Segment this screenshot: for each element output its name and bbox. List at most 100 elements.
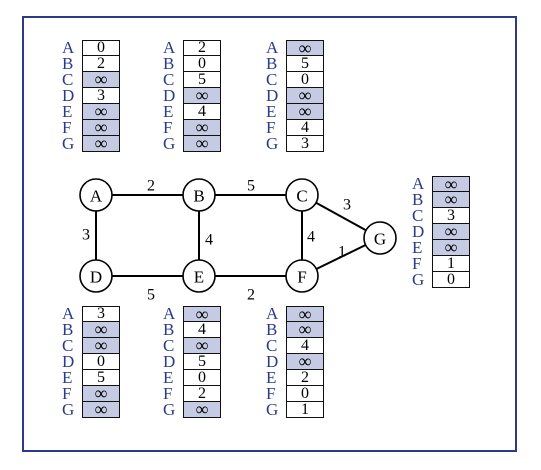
distance-cell: 2 xyxy=(286,370,324,386)
row-label: C xyxy=(266,70,278,89)
row-label: A xyxy=(163,304,176,323)
distance-cell: 4 xyxy=(183,322,221,338)
distance-cell: ∞ xyxy=(286,305,324,323)
distance-cell: 0 xyxy=(183,370,221,386)
distance-cell: 2 xyxy=(183,386,221,402)
distance-cell: ∞ xyxy=(82,102,120,120)
edge-weight-a-d: 3 xyxy=(82,227,90,244)
row-label: A xyxy=(412,174,425,193)
row-label: A xyxy=(266,38,279,57)
edge-weight-e-f: 2 xyxy=(247,287,255,304)
row-label: E xyxy=(266,368,277,387)
row-label: B xyxy=(266,54,278,73)
distance-cell: 2 xyxy=(82,56,120,72)
row-label: C xyxy=(62,336,74,355)
distance-cell: 0 xyxy=(183,56,221,72)
distance-cell: 1 xyxy=(432,256,470,272)
row-label: E xyxy=(412,238,423,257)
row-label: D xyxy=(62,352,75,371)
edge-weight-a-b: 2 xyxy=(147,178,155,195)
node-label: A xyxy=(90,187,103,206)
distance-cell: 4 xyxy=(286,338,324,354)
distance-cell: 3 xyxy=(82,306,120,322)
node-circle xyxy=(285,259,319,293)
row-label: D xyxy=(62,86,75,105)
row-label: E xyxy=(62,368,73,387)
distance-cell: 3 xyxy=(286,136,324,152)
row-label: A xyxy=(266,304,279,323)
distance-cell: ∞ xyxy=(432,175,470,193)
row-label: F xyxy=(163,118,173,137)
node-label: D xyxy=(90,268,102,287)
distance-cell: ∞ xyxy=(432,190,470,208)
distance-cell: ∞ xyxy=(286,86,324,104)
distance-cell: ∞ xyxy=(286,352,324,370)
edge-weight-c-f: 4 xyxy=(307,229,315,246)
row-label: G xyxy=(266,134,279,153)
row-label: G xyxy=(163,134,176,153)
node-d: D xyxy=(79,259,113,293)
distance-cell: 0 xyxy=(432,272,470,288)
row-label: A xyxy=(62,38,75,57)
row-label: D xyxy=(266,86,279,105)
row-label: G xyxy=(62,134,75,153)
node-a: A xyxy=(79,178,113,212)
row-label: B xyxy=(62,320,74,339)
distance-cell: ∞ xyxy=(183,134,221,152)
distance-cell: ∞ xyxy=(432,222,470,240)
distance-cell: 5 xyxy=(82,370,120,386)
edge-weight-c-g: 3 xyxy=(343,197,351,214)
row-label: F xyxy=(266,118,276,137)
node-circle xyxy=(285,178,319,212)
distance-cell: 5 xyxy=(286,56,324,72)
distance-cell: ∞ xyxy=(82,70,120,88)
distance-cell: ∞ xyxy=(286,39,324,57)
row-label: F xyxy=(163,384,173,403)
row-label: F xyxy=(266,384,276,403)
node-label: C xyxy=(296,187,307,206)
row-label: E xyxy=(62,102,73,121)
distance-cell: ∞ xyxy=(82,400,120,418)
row-label: C xyxy=(62,70,74,89)
row-label: G xyxy=(62,400,75,419)
node-f: F xyxy=(285,259,319,293)
row-label: B xyxy=(266,320,278,339)
distance-cell: ∞ xyxy=(183,118,221,136)
edge-weight-d-e: 5 xyxy=(147,287,155,304)
node-label: E xyxy=(194,268,204,287)
distance-cell: ∞ xyxy=(82,118,120,136)
row-label: B xyxy=(412,190,424,209)
node-label: B xyxy=(193,187,204,206)
row-label: G xyxy=(266,400,279,419)
node-circle xyxy=(79,259,113,293)
row-label: C xyxy=(412,206,424,225)
row-label: F xyxy=(412,254,422,273)
edge-weight-b-c: 5 xyxy=(247,178,255,195)
node-circle xyxy=(182,178,216,212)
distance-cell: ∞ xyxy=(82,134,120,152)
distance-cell: 0 xyxy=(82,354,120,370)
distance-cell: ∞ xyxy=(183,336,221,354)
distance-cell: ∞ xyxy=(432,238,470,256)
distance-cell: ∞ xyxy=(183,86,221,104)
distance-cell: ∞ xyxy=(82,320,120,338)
row-label: D xyxy=(266,352,279,371)
distance-cell: 0 xyxy=(82,40,120,56)
row-label: D xyxy=(412,222,425,241)
distance-cell: 5 xyxy=(183,354,221,370)
distance-cell: 4 xyxy=(183,104,221,120)
node-circle xyxy=(363,221,397,255)
distance-cell: ∞ xyxy=(183,400,221,418)
row-label: G xyxy=(412,270,425,289)
node-b: B xyxy=(182,178,216,212)
node-c: C xyxy=(285,178,319,212)
distance-cell: 1 xyxy=(286,402,324,418)
distance-cell: ∞ xyxy=(82,336,120,354)
row-label: C xyxy=(163,336,175,355)
edge-weight-f-g: 1 xyxy=(338,244,346,261)
distance-cell: 3 xyxy=(82,88,120,104)
row-label: F xyxy=(62,118,72,137)
distance-cell: ∞ xyxy=(286,320,324,338)
